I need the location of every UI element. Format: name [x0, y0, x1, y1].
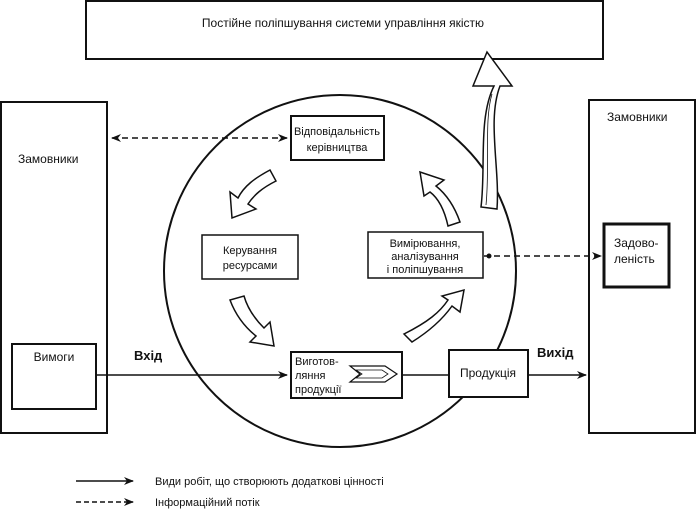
svg-text:Продукція: Продукція [460, 366, 516, 380]
product-box: Продукція [448, 349, 529, 398]
svg-text:Вимірювання,: Вимірювання, [390, 238, 461, 250]
improvement-banner-text: Постійне поліпшування системи управління… [202, 16, 484, 30]
satisfaction-box-line1: Задово- [614, 236, 659, 250]
svg-text:аналізування: аналізування [391, 251, 459, 263]
svg-text:Відповідальність: Відповідальність [294, 126, 380, 138]
cycle-arrow-bottom-right [402, 288, 465, 343]
svg-text:ресурсами: ресурсами [223, 260, 278, 272]
svg-text:Виготов-: Виготов- [295, 356, 339, 368]
legend-dashed-label: Інформаційний потік [155, 497, 260, 509]
improvement-banner: Постійне поліпшування системи управління… [85, 0, 604, 60]
svg-text:Керування: Керування [223, 245, 277, 257]
left-customers-title: Замовники [18, 152, 79, 166]
left-customers-panel: Замовники Вимоги [0, 101, 108, 434]
management-responsibility-box: Відповідальність керівництва [290, 115, 385, 161]
output-label: Вихід [537, 345, 574, 360]
svg-text:керівництва: керівництва [307, 142, 369, 154]
input-label: Вхід [134, 348, 163, 363]
cycle-arrow-top-right [419, 170, 461, 227]
satisfaction-box-line2: леність [614, 252, 655, 266]
cycle-arrow-top-left [229, 168, 278, 220]
legend: Види робіт, що створюють додаткові цінно… [76, 476, 384, 509]
measurement-analysis-box: Вимірювання, аналізування і поліпшування [367, 231, 484, 279]
improvement-up-arrow [471, 50, 514, 210]
right-customers-panel: Замовники Задово- леність [588, 99, 696, 434]
svg-text:і поліпшування: і поліпшування [387, 264, 463, 276]
resource-management-box: Керування ресурсами [201, 234, 299, 280]
svg-text:продукції: продукції [295, 384, 341, 396]
cycle-arrow-bottom-left [229, 295, 275, 347]
product-realization-box: Виготов- ляння продукції [290, 351, 403, 399]
requirements-box: Вимоги [34, 350, 75, 364]
right-customers-title: Замовники [607, 110, 668, 124]
legend-solid-label: Види робіт, що створюють додаткові цінно… [155, 476, 384, 488]
svg-text:ляння: ляння [295, 370, 326, 382]
